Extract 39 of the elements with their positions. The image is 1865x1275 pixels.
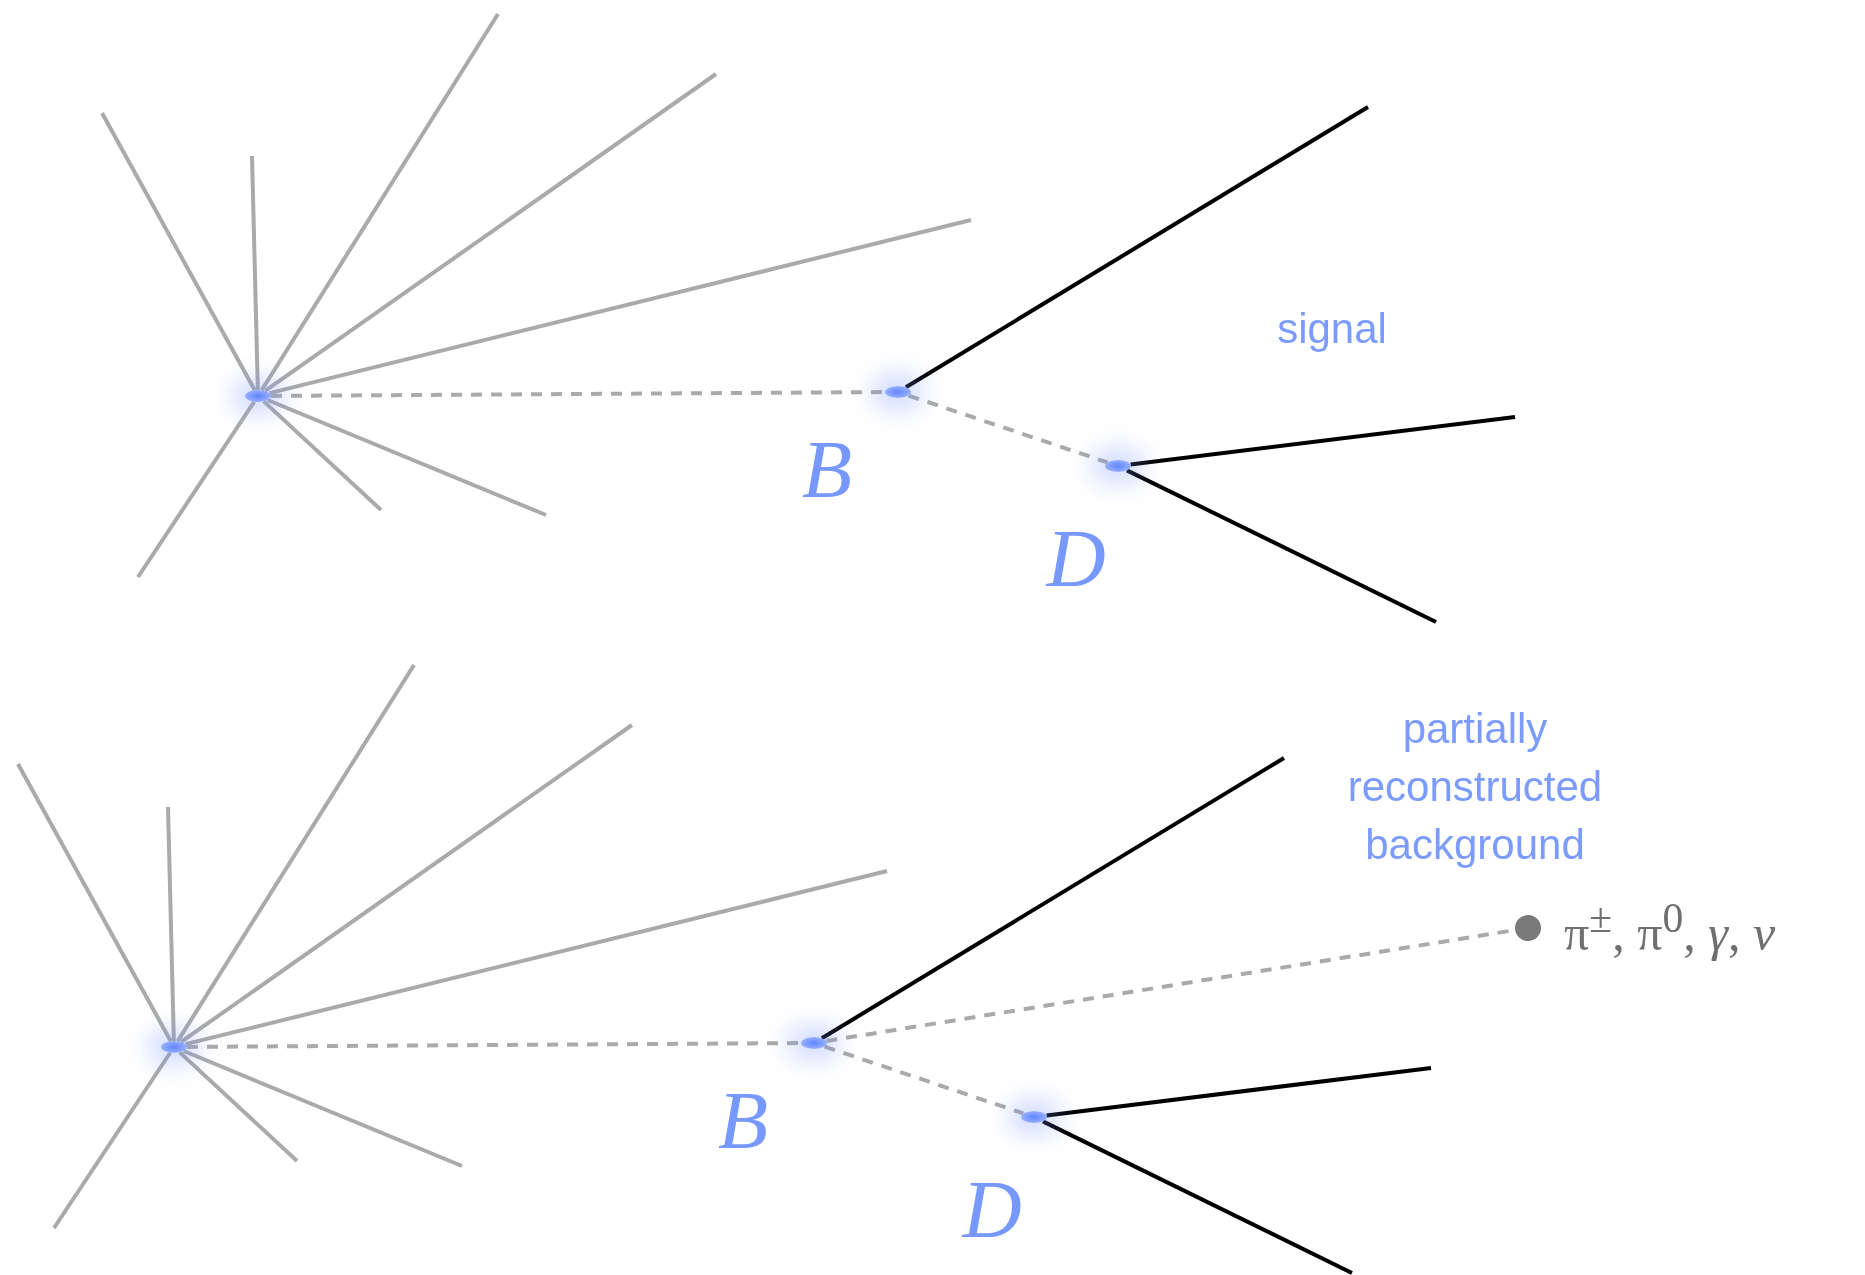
particle-track — [16, 763, 173, 1043]
decay-vertex — [161, 1041, 187, 1053]
particle-track — [175, 663, 416, 1043]
particle-track — [1126, 468, 1437, 624]
particle-symbol: D — [962, 1169, 1022, 1251]
particle-track — [1130, 415, 1516, 467]
particle-symbol: B — [801, 429, 853, 511]
decay-vertex — [885, 386, 911, 398]
particle-track — [262, 399, 383, 512]
decay-vertex — [1021, 1111, 1047, 1123]
decay-vertex — [801, 1037, 827, 1049]
decay-vertex — [245, 390, 271, 402]
particle-track — [136, 400, 256, 579]
flight-path — [823, 1044, 1025, 1116]
particle-track — [259, 12, 500, 392]
particle-track — [820, 756, 1286, 1040]
decay-vertex — [1105, 460, 1131, 472]
category-label: partially reconstructed background — [1346, 704, 1604, 870]
particle-dot — [1515, 915, 1541, 941]
particle-track — [1046, 1066, 1432, 1118]
particle-track — [52, 1051, 172, 1230]
flight-path — [187, 1041, 801, 1049]
particle-track — [269, 218, 972, 396]
particle-track — [166, 806, 176, 1042]
particle-track — [182, 1049, 463, 1168]
particle-track — [185, 869, 888, 1047]
category-label: signal — [1276, 304, 1388, 354]
flight-path — [907, 393, 1109, 465]
particle-symbol: D — [1046, 518, 1106, 600]
particle-track — [250, 155, 260, 391]
particle-track — [180, 723, 634, 1044]
particle-track — [904, 105, 1370, 389]
particle-symbol: B — [717, 1080, 769, 1162]
particle-track — [266, 398, 547, 517]
flight-path — [271, 390, 885, 398]
particle-track — [178, 1050, 299, 1163]
particle-track — [1042, 1119, 1353, 1275]
particle-track — [100, 112, 257, 392]
particle-track — [264, 72, 718, 393]
